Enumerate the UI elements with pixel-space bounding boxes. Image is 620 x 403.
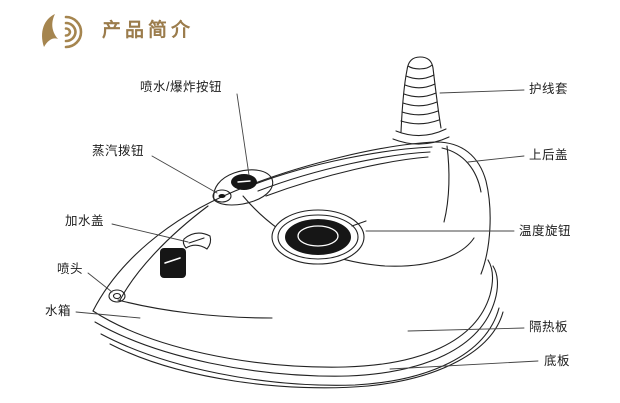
soleplate-stack [92, 259, 504, 389]
page-header: 产品简介 [36, 10, 194, 52]
spray-nozzle [108, 289, 126, 303]
label-water-fill-cover: 加水盖 [65, 214, 105, 228]
cord-guard-sleeve [392, 56, 450, 145]
label-spray-burst-button: 喷水/爆炸按钮 [140, 80, 222, 94]
tank-badge [160, 248, 186, 278]
label-heat-shield-plate: 隔热板 [529, 320, 569, 334]
leader-lines [75, 89, 539, 370]
page-title: 产品简介 [102, 20, 195, 41]
label-upper-rear-cover: 上后盖 [529, 148, 569, 162]
label-soleplate: 底板 [544, 354, 571, 368]
temperature-dial [271, 209, 367, 265]
label-cord-guard: 护线套 [529, 82, 569, 96]
water-fill-cover [182, 232, 212, 250]
label-steam-dial: 蒸汽拨钮 [92, 144, 145, 158]
spray-burst-button [212, 169, 274, 206]
iron-body [92, 141, 491, 319]
label-water-tank: 水箱 [45, 304, 72, 318]
label-spray-nozzle: 喷头 [57, 262, 84, 276]
brand-logo-icon [42, 14, 83, 49]
label-temperature-knob: 温度旋钮 [519, 224, 572, 238]
